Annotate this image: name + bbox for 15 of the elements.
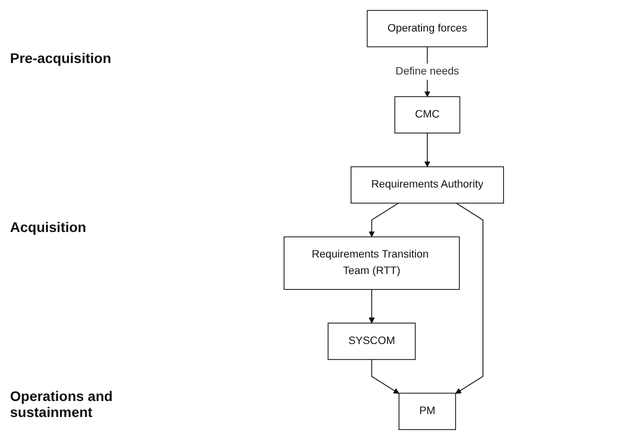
stage-label: Acquisition <box>10 219 88 235</box>
arrow <box>424 132 430 168</box>
node-box: CMC <box>394 96 460 134</box>
arrow <box>368 288 374 324</box>
node-box: Requirements Transition Team (RTT) <box>283 236 460 290</box>
arrow <box>370 359 399 394</box>
stage-label: Operations and sustainment <box>10 388 114 420</box>
node-box: Operating forces <box>366 10 488 48</box>
node-box: PM <box>398 392 456 430</box>
stage-label: Pre-acquisition <box>10 50 112 66</box>
arrow <box>368 202 399 238</box>
arrow <box>455 202 484 394</box>
edge-label: Define needs <box>395 66 459 78</box>
node-box: SYSCOM <box>327 322 416 360</box>
node-box: Requirements Authority <box>350 166 504 204</box>
